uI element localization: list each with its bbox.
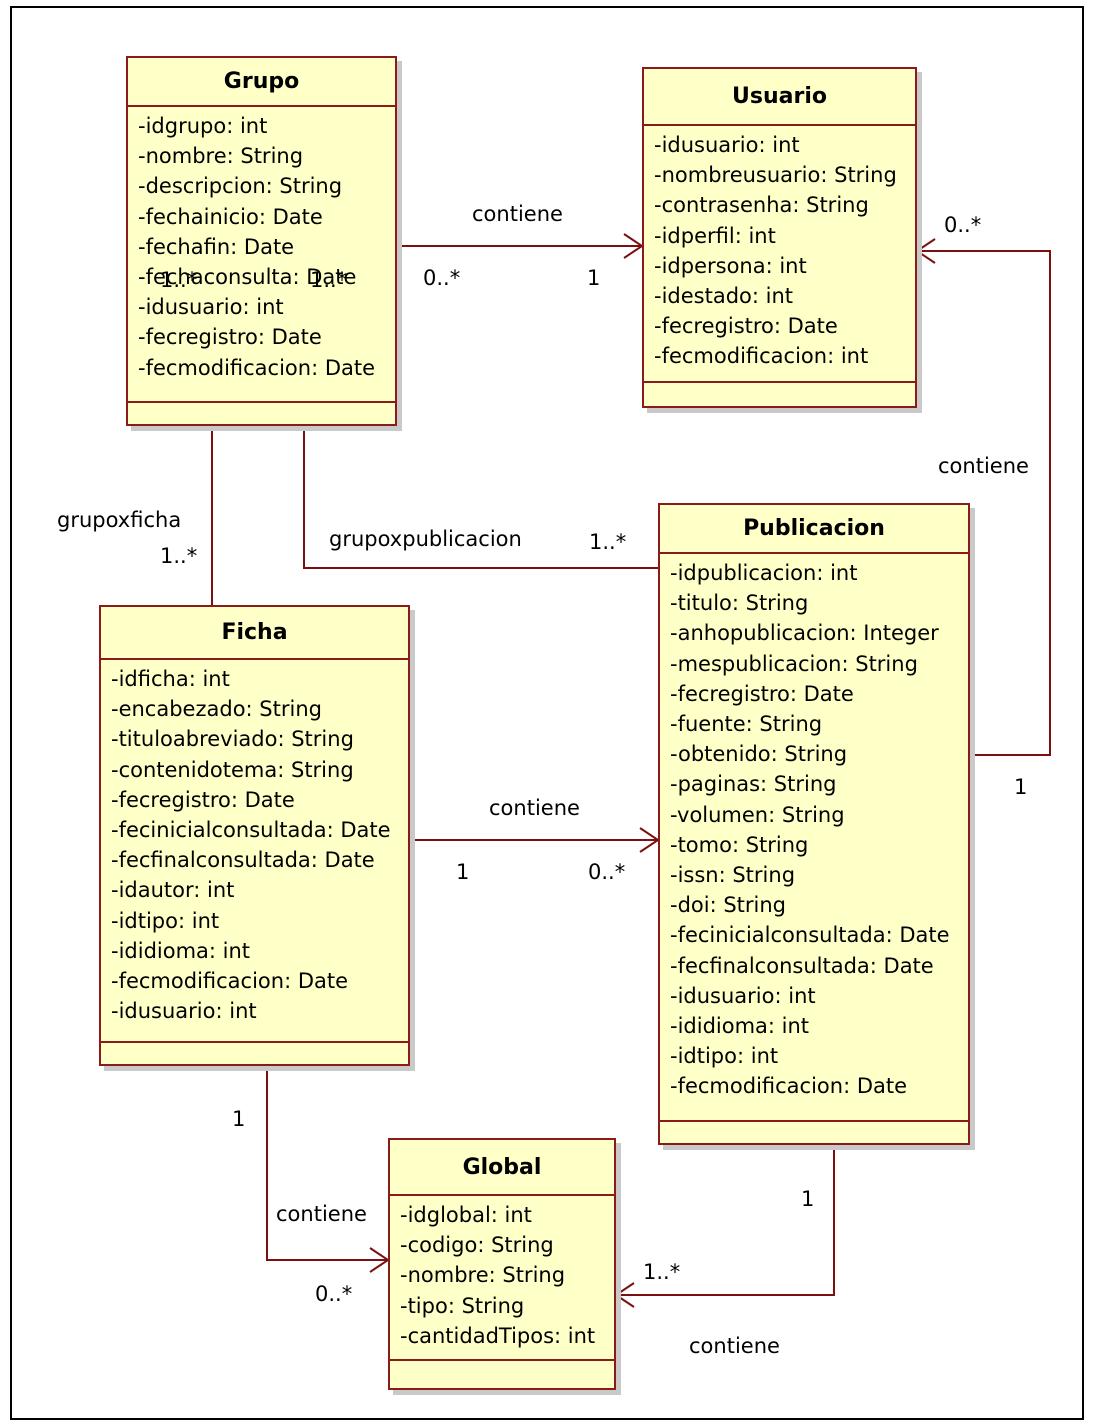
class-attribute: -idperfil: int [654, 223, 776, 248]
class-attribute: -fecregistro: Date [111, 787, 295, 812]
class-attribute: -ididioma: int [111, 938, 251, 963]
class-attribute: -doi: String [670, 893, 787, 918]
mult-ficha-global-source: 1 [232, 1107, 246, 1131]
mult-grupo-ficha-ficha: 1..* [160, 544, 198, 568]
class-attribute: -contrasenha: String [654, 193, 869, 218]
mult-ficha-publicacion-source: 1 [456, 860, 470, 884]
class-attribute: -ididioma: int [670, 1014, 810, 1039]
class-attribute: -volumen: String [670, 802, 845, 827]
class-attribute: -fecinicialconsultada: Date [670, 923, 950, 948]
class-attribute: -nombre: String [138, 144, 304, 169]
class-ficha[interactable]: Ficha -idficha: int -encabezado: String … [99, 605, 410, 1066]
class-attribute: -idglobal: int [400, 1203, 532, 1227]
class-attribute: -idtipo: int [670, 1044, 779, 1069]
class-attribute: -titulo: String [670, 591, 809, 616]
mult-grupo-publicacion-publicacion: 1..* [589, 530, 627, 554]
class-attribute: -fechaconsulta: Date [138, 265, 357, 290]
class-attribute: -fecmodificacion: Date [138, 355, 376, 380]
assoc-label-ficha-publicacion: contiene [489, 796, 580, 820]
class-attribute: -idusuario: int [111, 999, 257, 1024]
class-grupo-attributes: -idgrupo: int -nombre: String -descripci… [128, 107, 395, 403]
class-attribute: -idtipo: int [111, 908, 220, 933]
association-grupo-publicacion [303, 425, 658, 569]
class-attribute: -issn: String [670, 863, 796, 888]
assoc-label-publicacion-usuario: contiene [938, 454, 1029, 478]
mult-publicacion-global-target: 1..* [643, 1260, 681, 1284]
class-grupo-title: Grupo [128, 58, 395, 107]
class-ficha-attributes: -idficha: int -encabezado: String -titul… [101, 660, 408, 1043]
class-attribute: -nombre: String [400, 1263, 566, 1288]
class-attribute: -tomo: String [670, 832, 809, 857]
class-attribute: -idestado: int [654, 284, 794, 309]
class-attribute: -mespublicacion: String [670, 651, 918, 676]
class-attribute: -fecmodificacion: Date [111, 969, 349, 994]
class-attribute: -codigo: String [400, 1233, 554, 1258]
class-attribute: -fechainicio: Date [138, 204, 323, 229]
class-attribute: -contenidotema: String [111, 757, 354, 782]
arrowhead-publicacion-usuario [915, 238, 936, 264]
mult-publicacion-global-source: 1 [801, 1187, 815, 1211]
class-attribute: -tipo: String [400, 1293, 525, 1318]
class-attribute: -paginas: String [670, 772, 837, 797]
class-attribute: -anhopublicacion: Integer [670, 621, 939, 646]
class-attribute: -fecfinalconsultada: Date [670, 953, 934, 978]
class-usuario-attributes: -idusuario: int -nombreusuario: String -… [644, 126, 915, 383]
class-attribute: -fecmodificacion: Date [670, 1074, 908, 1099]
mult-publicacion-usuario-target: 0..* [944, 213, 982, 237]
class-attribute: -fechafin: Date [138, 234, 295, 259]
mult-grupo-publicacion-grupo: 1..* [310, 268, 348, 292]
mult-grupo-ficha-grupo: 1..* [160, 268, 198, 292]
class-attribute: -fecfinalconsultada: Date [111, 848, 375, 873]
class-usuario-title: Usuario [644, 69, 915, 126]
class-publicacion[interactable]: Publicacion -idpublicacion: int -titulo:… [658, 503, 970, 1145]
class-attribute: -idusuario: int [654, 133, 800, 157]
class-grupo[interactable]: Grupo -idgrupo: int -nombre: String -des… [126, 56, 397, 426]
assoc-label-grupo-publicacion: grupoxpublicacion [329, 527, 522, 551]
mult-ficha-global-target: 0..* [315, 1282, 353, 1306]
class-attribute: -idpersona: int [654, 253, 807, 278]
class-publicacion-attributes: -idpublicacion: int -titulo: String -anh… [660, 554, 968, 1122]
class-attribute: -idgrupo: int [138, 114, 268, 138]
class-global-title: Global [390, 1140, 614, 1196]
class-attribute: -fecmodificacion: int [654, 344, 869, 369]
class-attribute: -cantidadTipos: int [400, 1323, 596, 1348]
class-ficha-title: Ficha [101, 607, 408, 660]
class-attribute: -encabezado: String [111, 697, 322, 722]
association-publicacion-global [616, 1145, 835, 1296]
mult-grupo-usuario-source: 0..* [423, 266, 461, 290]
class-attribute: -fecregistro: Date [670, 681, 854, 706]
class-usuario[interactable]: Usuario -idusuario: int -nombreusuario: … [642, 67, 917, 408]
class-publicacion-title: Publicacion [660, 505, 968, 554]
class-attribute: -idusuario: int [138, 295, 284, 320]
assoc-label-publicacion-global: contiene [689, 1334, 780, 1358]
class-attribute: -descripcion: String [138, 174, 343, 199]
class-attribute: -nombreusuario: String [654, 163, 897, 188]
class-attribute: -fecinicialconsultada: Date [111, 818, 391, 843]
arrowhead-publicacion-global [614, 1282, 635, 1308]
mult-publicacion-usuario-source: 1 [1014, 775, 1028, 799]
assoc-label-grupo-usuario: contiene [472, 202, 563, 226]
class-attribute: -idautor: int [111, 878, 235, 903]
mult-ficha-publicacion-target: 0..* [588, 860, 626, 884]
class-attribute: -idficha: int [111, 667, 230, 691]
class-attribute: -tituloabreviado: String [111, 727, 354, 752]
class-attribute: -fecregistro: Date [138, 325, 322, 350]
association-ficha-global [266, 1066, 388, 1261]
assoc-label-grupo-ficha: grupoxficha [57, 508, 182, 532]
assoc-label-ficha-global: contiene [276, 1202, 367, 1226]
class-global-attributes: -idglobal: int -codigo: String -nombre: … [390, 1196, 614, 1361]
class-attribute: -fecregistro: Date [654, 314, 838, 339]
class-attribute: -fuente: String [670, 712, 823, 737]
class-attribute: -obtenido: String [670, 742, 848, 767]
association-publicacion-usuario [917, 250, 1051, 756]
diagram-frame [10, 6, 1084, 1420]
class-attribute: -idusuario: int [670, 983, 816, 1008]
class-attribute: -idpublicacion: int [670, 561, 858, 585]
class-global[interactable]: Global -idglobal: int -codigo: String -n… [388, 1138, 616, 1390]
mult-grupo-usuario-target: 1 [587, 266, 601, 290]
